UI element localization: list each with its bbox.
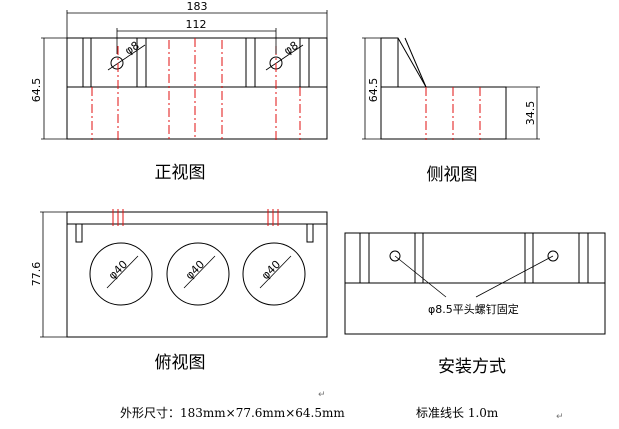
dim-top-depth: 77.6	[30, 262, 43, 287]
top-view-outline	[66, 211, 328, 338]
front-hole-left	[110, 56, 124, 70]
dim-side-height: 64.5	[367, 78, 380, 103]
top-view-title: 俯视图	[155, 353, 206, 373]
side-view-outline	[380, 37, 507, 140]
side-view: 64.5 34.5 侧视图	[362, 37, 540, 185]
dim-front-height: 64.5	[30, 78, 43, 103]
install-hole-right	[547, 250, 559, 262]
footer-size-text: 外形尺寸：183mm×77.6mm×64.5mm	[120, 406, 345, 420]
side-view-title: 侧视图	[427, 165, 478, 185]
paragraph-mark-2: ↵	[556, 412, 564, 422]
install-view-title: 安装方式	[438, 357, 506, 377]
dim-hole-spacing: 112	[186, 18, 207, 31]
footer-cable-text: 标准线长 1.0m	[416, 406, 499, 420]
install-leader-left	[394, 255, 447, 298]
top-view: φ40 φ40 φ40 77.6 俯视图	[30, 209, 328, 373]
front-right-slot	[245, 37, 310, 88]
top-hole-1	[89, 242, 153, 306]
paragraph-mark-1: ↵	[318, 390, 326, 400]
top-hole-3	[242, 242, 306, 306]
front-hole-left-label: φ8	[123, 39, 142, 58]
top-hole-2-label: φ40	[183, 258, 207, 282]
front-hole-left-leader	[107, 44, 146, 71]
dim-overall-width: 183	[187, 0, 208, 13]
install-hole-left	[389, 250, 401, 262]
install-screw-note: φ8.5平头螺钉固定	[428, 302, 519, 316]
footer: 外形尺寸：183mm×77.6mm×64.5mm 标准线长 1.0m ↵ ↵	[120, 390, 564, 422]
front-view: φ8 φ8 183 112 64.5 正视图	[30, 0, 328, 183]
front-view-title: 正视图	[155, 163, 206, 183]
top-hole-1-label: φ40	[106, 258, 130, 282]
top-hole-3-label: φ40	[259, 258, 283, 282]
dim-side-lower-height: 34.5	[524, 101, 537, 126]
install-view: φ8.5平头螺钉固定 安装方式	[344, 232, 606, 377]
front-left-slot	[82, 37, 147, 88]
front-hole-right-label: φ8	[282, 39, 301, 58]
front-view-outline	[66, 37, 328, 140]
install-leader-right	[475, 255, 554, 298]
top-hole-2	[166, 242, 230, 306]
front-hole-right-leader	[265, 44, 304, 71]
